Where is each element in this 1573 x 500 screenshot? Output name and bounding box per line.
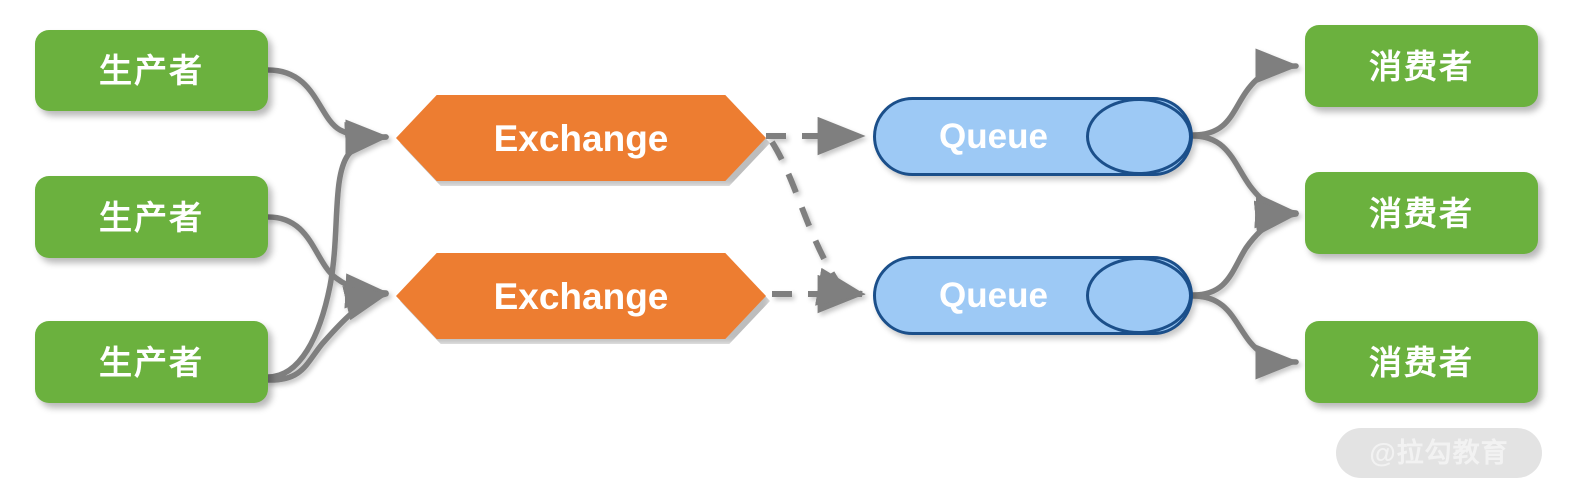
connector-producer1-exchange1 bbox=[265, 67, 390, 155]
consumer-node-3[interactable]: 消费者 bbox=[1305, 321, 1538, 403]
queue-node-1[interactable]: Queue bbox=[873, 97, 1193, 176]
connector-exchange1-queue2 bbox=[769, 140, 866, 306]
producer-node-3[interactable]: 生产者 bbox=[35, 321, 268, 403]
exchange-node-2[interactable]: Exchange bbox=[396, 253, 766, 339]
exchange-label-1: Exchange bbox=[493, 117, 669, 159]
producer-label-1: 生产者 bbox=[99, 52, 204, 89]
exchange-node-1[interactable]: Exchange bbox=[396, 95, 766, 181]
consumer-node-1[interactable]: 消费者 bbox=[1305, 25, 1538, 107]
consumer-node-2[interactable]: 消费者 bbox=[1305, 172, 1538, 254]
producer-node-2[interactable]: 生产者 bbox=[35, 176, 268, 258]
connector-queue2-consumer3 bbox=[1190, 293, 1300, 380]
connector-queue2-consumer2 bbox=[1190, 200, 1300, 298]
connector-producer2-exchange2 bbox=[265, 214, 390, 309]
connector-producer3-exchange2 bbox=[265, 286, 390, 383]
producer-node-1[interactable]: 生产者 bbox=[35, 30, 268, 111]
producer-label-2: 生产者 bbox=[99, 198, 204, 236]
connector-queue1-consumer2 bbox=[1190, 133, 1300, 229]
queue-label-2: Queue bbox=[939, 276, 1048, 315]
consumer-label-3: 消费者 bbox=[1369, 343, 1474, 381]
producer-label-3: 生产者 bbox=[99, 343, 204, 381]
watermark-badge: @拉勾教育 bbox=[1336, 428, 1542, 478]
watermark-label: @拉勾教育 bbox=[1369, 437, 1509, 468]
exchange-label-2: Exchange bbox=[493, 275, 669, 317]
connector-producer3-exchange1 bbox=[265, 121, 390, 380]
connector-queue1-consumer1 bbox=[1190, 48, 1300, 138]
queue-label-1: Queue bbox=[939, 117, 1048, 156]
consumer-label-2: 消费者 bbox=[1369, 194, 1474, 232]
queue-node-2[interactable]: Queue bbox=[873, 256, 1193, 335]
consumer-label-1: 消费者 bbox=[1369, 47, 1474, 85]
